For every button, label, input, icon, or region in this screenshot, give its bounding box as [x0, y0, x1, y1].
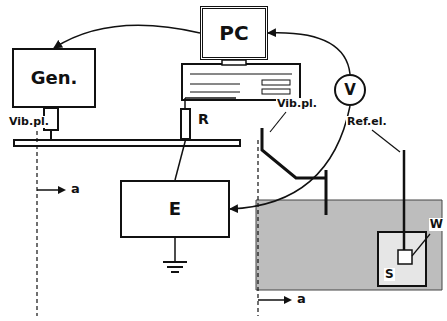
axis-label: a	[296, 292, 307, 306]
signal-connector	[175, 140, 186, 180]
node-text: PC	[219, 22, 248, 44]
node-text: V	[344, 82, 356, 99]
part-label: Vib.pl.	[8, 116, 50, 128]
generator-box: Gen.	[12, 48, 96, 108]
part-label: S	[384, 268, 395, 281]
part-label: Ref.el.	[346, 116, 388, 128]
signal-connector	[230, 106, 350, 209]
signal-connector	[54, 25, 200, 48]
node-text: Gen.	[31, 68, 78, 88]
part-label: Vib.pl.	[276, 98, 318, 110]
signal-connector	[268, 33, 350, 74]
node-text: R	[198, 112, 209, 127]
voltmeter-circle: V	[334, 74, 366, 106]
electrode-box: E	[120, 180, 230, 238]
node-text: E	[169, 199, 181, 219]
resistor-symbol: R	[180, 108, 191, 140]
axis-label: a	[70, 182, 81, 196]
computer-monitor: PC	[200, 6, 268, 60]
part-label: W	[429, 218, 444, 231]
